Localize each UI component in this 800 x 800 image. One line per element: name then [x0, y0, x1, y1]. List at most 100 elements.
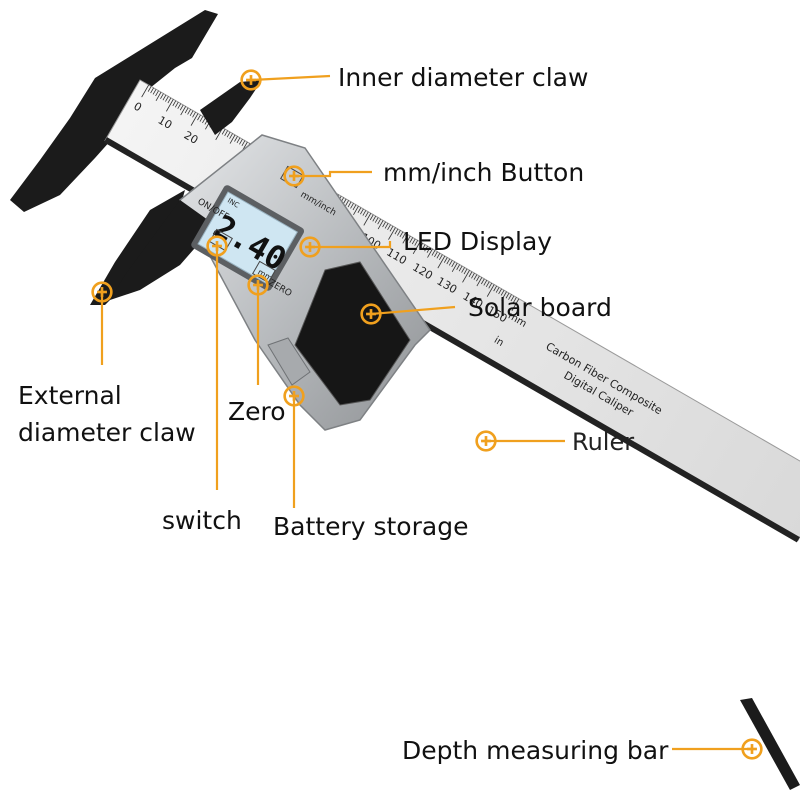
label-inner-claw: Inner diameter claw	[338, 63, 588, 92]
scale-tick	[473, 274, 478, 280]
scale-tick	[456, 264, 460, 270]
label-switch: switch	[162, 506, 242, 535]
lcd-screen	[197, 191, 298, 285]
scale-tick	[177, 103, 182, 109]
scale-number-10: 10	[156, 114, 175, 132]
main-beam	[104, 79, 800, 542]
scale-tick	[239, 138, 243, 145]
scale-tick	[199, 116, 204, 122]
scale-tick	[236, 137, 241, 144]
scale-tick	[461, 267, 465, 273]
scale-number-20: 20	[182, 129, 201, 147]
scale-tick	[485, 281, 490, 288]
scale-tick	[488, 282, 493, 289]
scale-tick	[147, 86, 152, 92]
scale-tick	[505, 292, 510, 299]
scale-tick	[424, 245, 428, 252]
scale-tick	[409, 237, 414, 243]
scale-tick	[402, 234, 409, 244]
callout-labels: Inner diameter claw mm/inch Button LED D…	[18, 63, 669, 765]
scale-tick	[172, 100, 177, 107]
scale-tick	[179, 104, 184, 111]
scale-tick	[345, 200, 349, 206]
scale-tick	[363, 213, 372, 226]
scale-tick	[155, 91, 162, 101]
scale-tick	[446, 258, 451, 265]
solar-panel	[294, 261, 411, 406]
scale-tick	[501, 291, 507, 301]
scale-tick	[451, 261, 456, 268]
scale-tick	[476, 275, 480, 282]
leader-inner-claw	[250, 74, 331, 82]
scale-tick	[197, 114, 201, 121]
scale-ticks	[141, 84, 520, 312]
scale-tick	[377, 218, 382, 225]
scale-tick	[347, 201, 352, 208]
scale-tick	[202, 117, 206, 124]
external-claw-sliding	[110, 200, 215, 300]
scale-tick	[389, 225, 394, 232]
scale-tick	[402, 232, 406, 239]
scale-tick	[436, 252, 441, 259]
scale-tick	[411, 238, 416, 245]
label-external-claw-line1: External	[18, 381, 122, 410]
scale-tick	[165, 99, 174, 112]
scale-tick	[167, 97, 172, 104]
scale-tick	[471, 272, 475, 279]
scale-tick	[350, 203, 354, 209]
scale-tick	[388, 227, 396, 240]
scale-tick	[476, 277, 483, 287]
scale-tick	[234, 136, 238, 142]
scale-tick	[160, 93, 164, 99]
scale-tick	[387, 224, 391, 231]
scale-tick	[463, 268, 468, 275]
scale-tick	[414, 240, 419, 246]
scale-tick	[374, 217, 379, 223]
scale-tick	[187, 109, 191, 115]
scale-tick	[165, 96, 169, 102]
scale-tick	[421, 244, 426, 250]
scale-tick	[372, 215, 377, 222]
scale-tick	[406, 235, 411, 242]
scale-tick	[419, 242, 423, 249]
scale-tick	[513, 297, 517, 303]
scale-tick	[443, 257, 448, 263]
depth-bar	[740, 698, 800, 790]
caliper-illustration: Carbon Fiber Composite Digital Caliper m…	[10, 10, 800, 790]
scale-tick	[353, 205, 359, 215]
scale-tick	[192, 111, 196, 118]
scale-tick	[498, 288, 502, 295]
scale-tick	[369, 214, 374, 221]
label-zero: Zero	[228, 397, 286, 426]
scale-tick	[495, 287, 500, 293]
scale-tick	[229, 133, 233, 139]
scale-tick	[486, 284, 495, 297]
scale-tick	[224, 130, 228, 136]
scale-tick	[384, 223, 389, 229]
scale-tick	[382, 221, 386, 228]
zero-button[interactable]	[252, 260, 276, 284]
scale-tick	[399, 231, 404, 238]
leader-lines	[100, 74, 752, 751]
scale-tick	[426, 247, 431, 253]
scale-tick	[448, 260, 453, 266]
scale-tick	[508, 294, 512, 300]
inner-claw-sliding	[200, 80, 262, 135]
scale-tick	[468, 271, 473, 278]
label-led-display: LED Display	[403, 227, 552, 256]
scale-tick	[190, 113, 199, 126]
scale-tick	[493, 285, 498, 292]
scale-tick	[462, 270, 470, 283]
scale-tick	[184, 107, 189, 114]
scale-tick	[412, 241, 421, 255]
scale-tick	[364, 211, 369, 218]
scale-tick	[189, 110, 194, 117]
scale-tick	[510, 295, 515, 302]
scale-tick	[150, 87, 154, 94]
leader-mm-inch	[294, 170, 372, 178]
scale-tick	[458, 265, 463, 272]
external-claw-fixed	[90, 190, 185, 305]
scale-tick	[174, 101, 179, 108]
scale-tick	[362, 210, 367, 216]
